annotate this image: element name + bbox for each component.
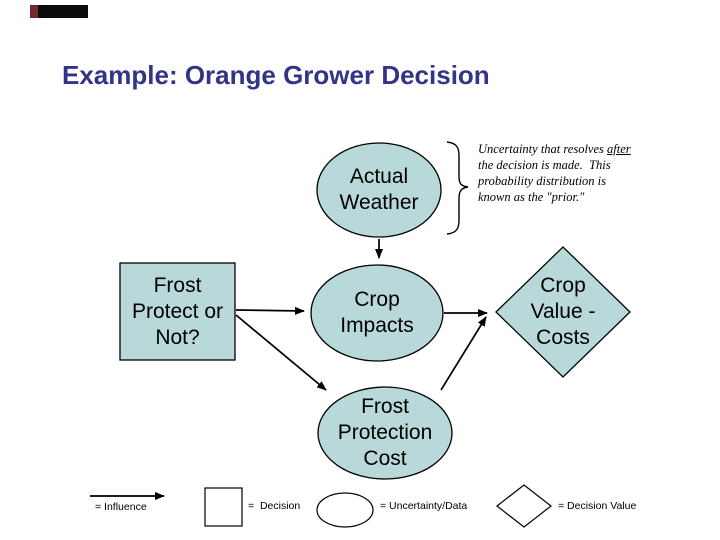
legend-influence-label: = Influence (95, 501, 147, 513)
node-label-line: Crop (540, 274, 586, 297)
annotation-underlined-word: after (607, 142, 631, 156)
prior-annotation: Uncertainty that resolves after the deci… (478, 141, 678, 205)
annotation-text: Uncertainty that resolves (478, 142, 608, 156)
arrow-decision-to-impacts (235, 306, 305, 315)
slide-accent-bar (30, 5, 88, 18)
node-crop-impacts-ellipse (310, 264, 444, 362)
node-actual-weather-ellipse (316, 142, 442, 238)
accent-bar-maroon-segment (30, 5, 38, 18)
node-label-crop-value: Crop Value - Costs (496, 247, 630, 377)
node-label-line: Costs (536, 326, 590, 349)
node-label-line: Impacts (340, 314, 414, 337)
node-label-line: Value - (530, 300, 596, 323)
node-frost-cost-ellipse (317, 386, 453, 480)
node-label-line: Crop (354, 288, 400, 311)
node-crop-value-diamond (495, 246, 631, 378)
legend-decision-value-label: = Decision Value (558, 500, 637, 512)
node-label-line: Protection (337, 421, 433, 444)
annotation-line: Uncertainty that resolves after (478, 141, 678, 157)
node-label-line: Frost (361, 395, 409, 418)
node-label-line: Actual (349, 165, 409, 188)
node-label-frost-cost: Frost Protection Cost (318, 387, 452, 479)
page-title: Example: Orange Grower Decision (62, 60, 490, 90)
node-label-line: Frost (153, 273, 202, 297)
legend-decision-square (204, 487, 243, 527)
arrow-decision-to-cost (235, 314, 327, 391)
node-label-frost-protect: Frost Protect or Not? (120, 263, 235, 360)
node-label-line: Cost (363, 447, 407, 470)
legend-uncertainty-ellipse (316, 492, 374, 528)
right-brace (446, 141, 469, 235)
annotation-line: the decision is made. This (478, 158, 611, 172)
legend-decision-label: = Decision (248, 500, 301, 512)
node-frost-protect-rect (119, 262, 236, 361)
legend-decision-value-diamond (496, 484, 552, 528)
node-label-crop-impacts: Crop Impacts (311, 265, 443, 361)
accent-bar-black-segment (38, 5, 88, 18)
node-label-line: Protect or (131, 299, 224, 323)
node-label-line: Not? (155, 325, 200, 349)
annotation-line: known as the "prior." (478, 190, 585, 204)
annotation-line: probability distribution is (478, 174, 607, 188)
node-label-line: Weather (339, 191, 419, 214)
arrow-cost-to-value (440, 316, 487, 391)
node-label-actual-weather: Actual Weather (317, 143, 441, 237)
legend-uncertainty-label: = Uncertainty/Data (380, 500, 468, 512)
